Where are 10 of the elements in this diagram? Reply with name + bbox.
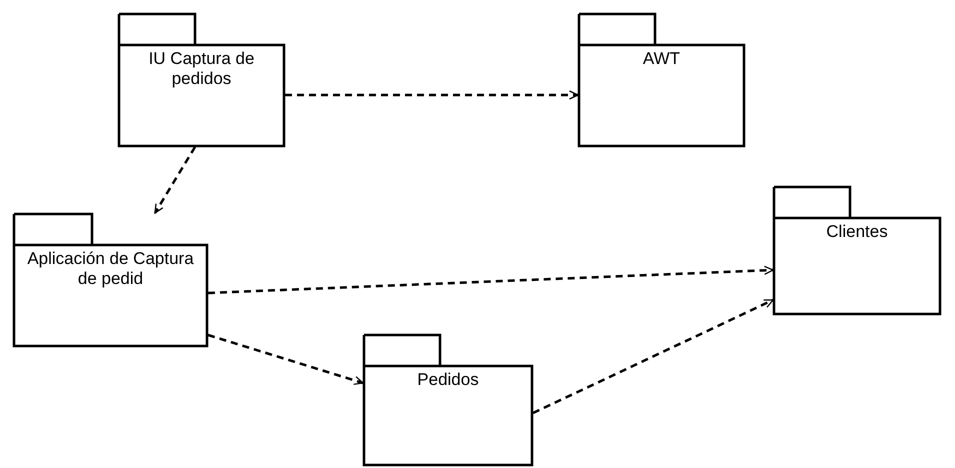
dependency-arrow (154, 146, 196, 214)
dependency-arrow (208, 266, 774, 294)
dependency-arrow (208, 334, 364, 385)
package-name: Clientes (825, 222, 889, 242)
dependency-arrow (285, 90, 579, 100)
package-name: Aplicación de Captura de pedid (26, 249, 195, 289)
package-name: IU Captura de pedidos (148, 49, 256, 89)
package-name: AWT (642, 49, 682, 69)
package-name: Pedidos (416, 370, 480, 390)
dependency-arrow (532, 298, 774, 414)
